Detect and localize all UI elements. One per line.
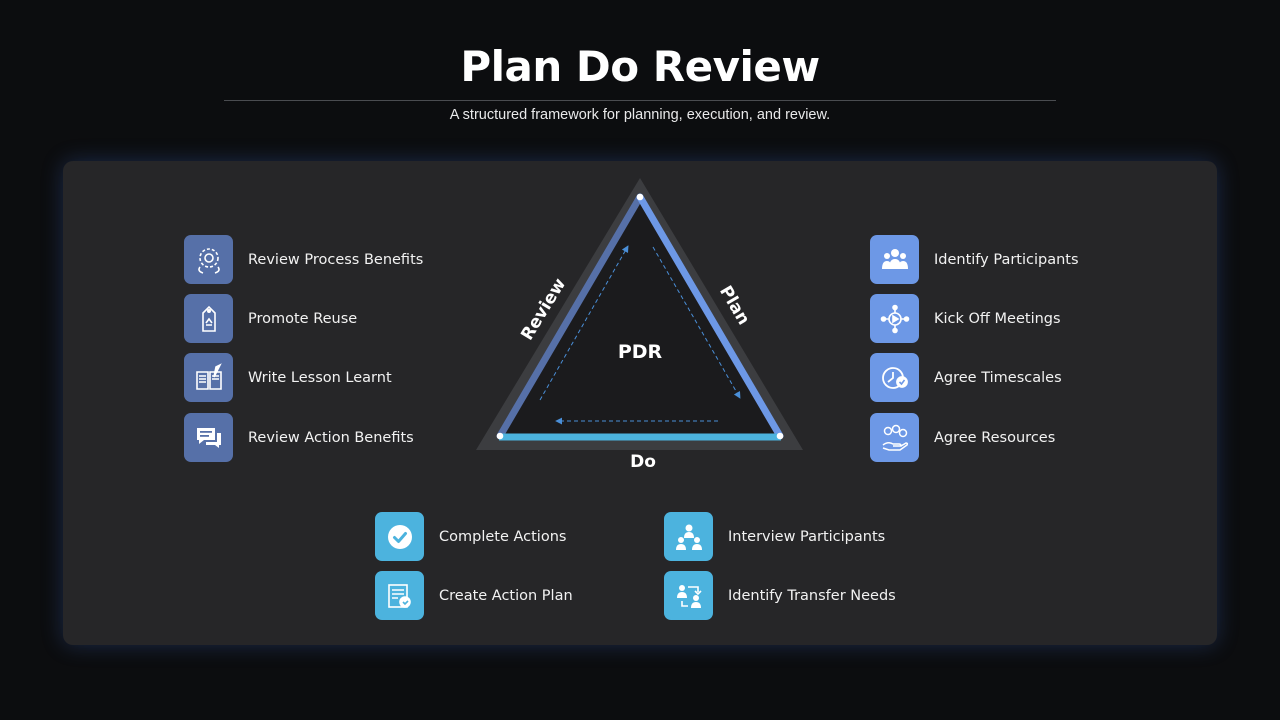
item-label: Review Action Benefits xyxy=(248,429,414,446)
item-label: Interview Participants xyxy=(728,528,886,545)
item-label: Identify Participants xyxy=(934,251,1079,268)
book-pen-icon xyxy=(184,353,233,402)
page-subtitle: A structured framework for planning, exe… xyxy=(449,107,831,123)
people-group-icon xyxy=(870,235,919,284)
plan-item-agree-timescales: Agree Timescales xyxy=(870,353,1062,402)
item-label: Agree Timescales xyxy=(934,369,1062,386)
plan-edge xyxy=(636,193,784,440)
do-item-identify-transfer-needs: Identify Transfer Needs xyxy=(664,571,896,620)
hand-resources-icon xyxy=(870,413,919,462)
do-item-create-action-plan: Create Action Plan xyxy=(375,571,573,620)
review-item-action-benefits: Review Action Benefits xyxy=(184,413,414,462)
item-label: Identify Transfer Needs xyxy=(728,587,896,604)
review-item-promote-reuse: Promote Reuse xyxy=(184,294,357,343)
flow-arrow-plan xyxy=(652,246,741,399)
review-item-lesson-learnt: Write Lesson Learnt xyxy=(184,353,392,402)
item-label: Agree Resources xyxy=(934,429,1056,446)
chat-bubbles-icon xyxy=(184,413,233,462)
play-network-icon xyxy=(870,294,919,343)
plan-item-identify-participants: Identify Participants xyxy=(870,235,1079,284)
flow-arrow-review xyxy=(539,245,629,401)
recycle-tag-icon xyxy=(184,294,233,343)
vertex-left xyxy=(496,432,504,440)
triangle-inner-fill xyxy=(499,197,781,436)
do-item-interview-participants: Interview Participants xyxy=(664,512,885,561)
check-circle-icon xyxy=(375,512,424,561)
item-label: Complete Actions xyxy=(439,528,567,545)
vertex-right xyxy=(776,432,784,440)
gear-cycle-icon xyxy=(184,235,233,284)
item-label: Write Lesson Learnt xyxy=(248,369,392,386)
do-item-complete-actions: Complete Actions xyxy=(375,512,566,561)
vertex-top xyxy=(636,193,644,201)
pdr-triangle-diagram: PDR Review Plan Do xyxy=(476,178,803,472)
side-label-do: Do xyxy=(630,452,656,472)
item-label: Kick Off Meetings xyxy=(934,310,1061,327)
item-label: Promote Reuse xyxy=(248,310,358,327)
clock-check-icon xyxy=(870,353,919,402)
interview-icon xyxy=(664,512,713,561)
center-label: PDR xyxy=(618,341,663,363)
review-item-process-benefits: Review Process Benefits xyxy=(184,235,423,284)
title-divider xyxy=(224,100,1056,101)
transfer-person-icon xyxy=(664,571,713,620)
plan-document-icon xyxy=(375,571,424,620)
plan-item-kick-off-meetings: Kick Off Meetings xyxy=(870,294,1061,343)
item-label: Review Process Benefits xyxy=(248,251,424,268)
plan-item-agree-resources: Agree Resources xyxy=(870,413,1055,462)
review-edge xyxy=(496,193,644,440)
item-label: Create Action Plan xyxy=(439,587,573,604)
page-title: Plan Do Review xyxy=(460,42,820,91)
